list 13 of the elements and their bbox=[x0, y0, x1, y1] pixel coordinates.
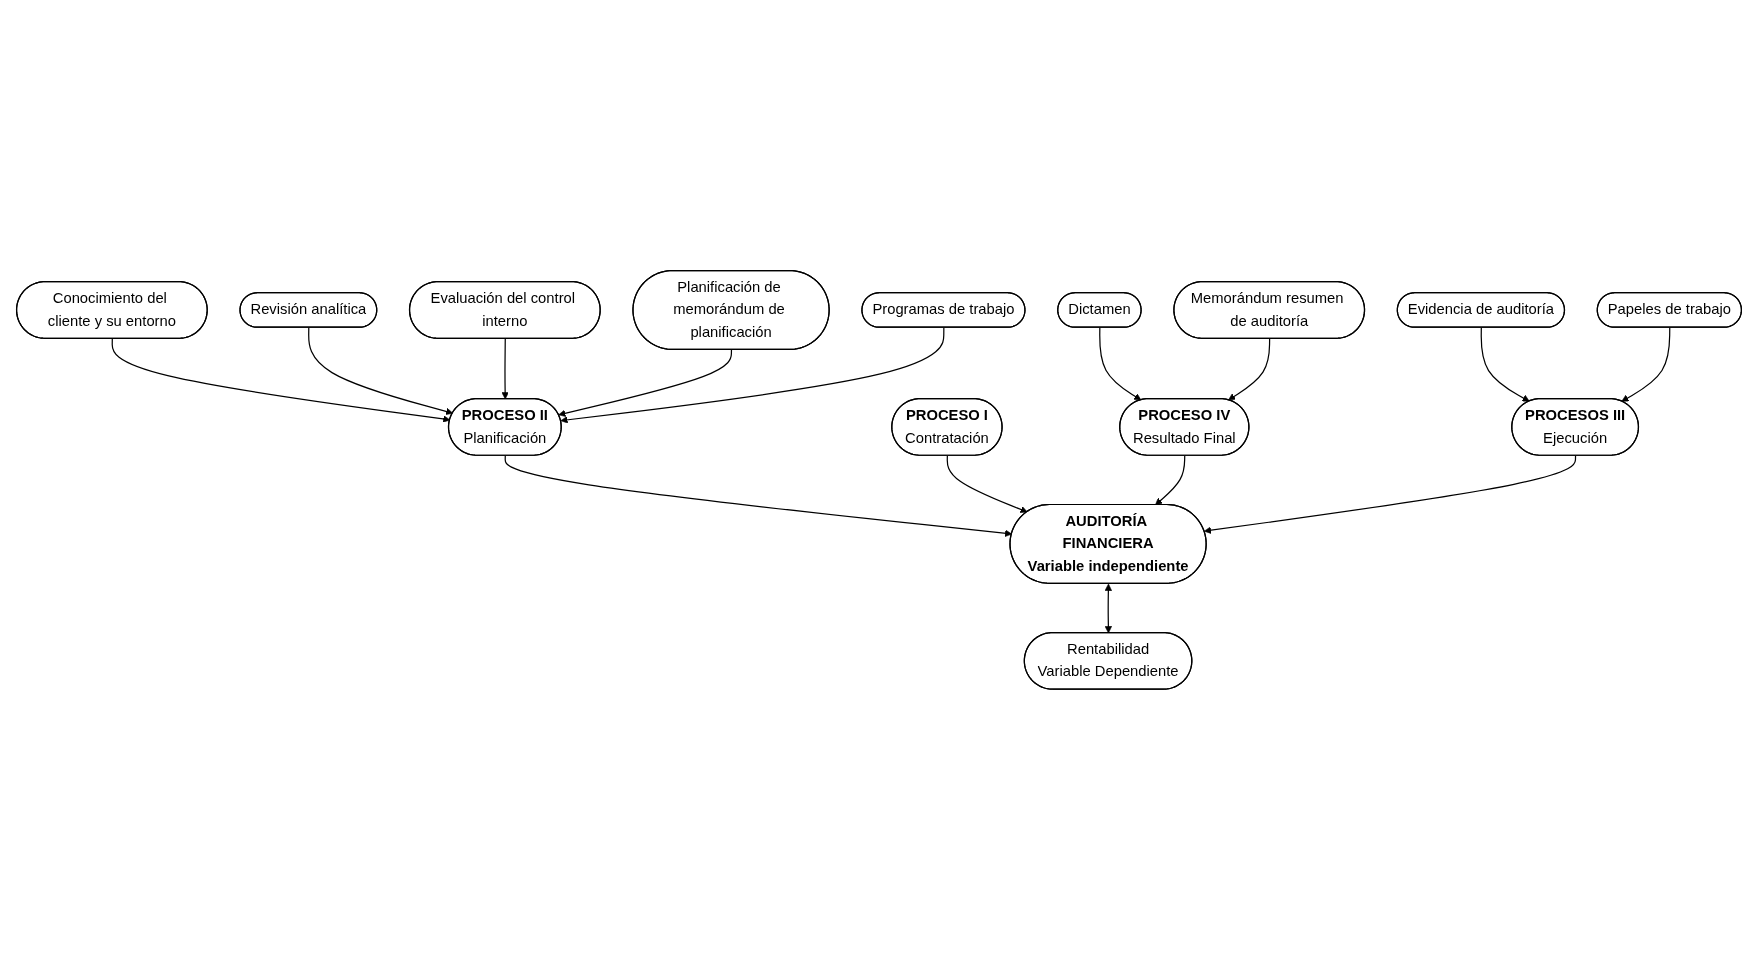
arrow bbox=[1621, 327, 1671, 402]
arrow bbox=[558, 349, 733, 417]
arrow bbox=[308, 327, 454, 416]
arrow bbox=[111, 338, 451, 423]
arrow bbox=[1480, 327, 1530, 402]
arrow bbox=[560, 327, 945, 424]
arrow bbox=[1099, 327, 1142, 401]
arrow bbox=[1155, 455, 1186, 506]
arrow bbox=[1203, 455, 1577, 534]
arrow bbox=[1228, 338, 1271, 401]
arrow bbox=[946, 455, 1028, 514]
arrow bbox=[501, 338, 509, 400]
arrow bbox=[1104, 583, 1112, 634]
